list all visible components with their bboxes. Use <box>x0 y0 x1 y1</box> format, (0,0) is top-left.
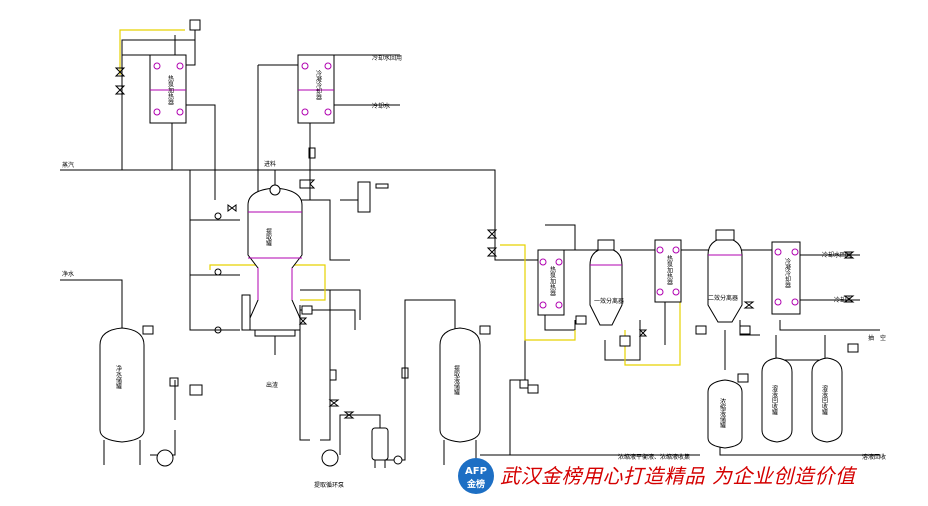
water-tank: 净水储罐 <box>99 327 145 465</box>
evaporator-2: 二效分离器 <box>707 229 743 323</box>
extractor-text: 提取罐 <box>265 227 272 247</box>
hx3-text: 热泵加热器 <box>549 265 556 297</box>
recovery-tank-1: 溶液回收罐 <box>761 357 793 443</box>
evap2-text: 二效分离器 <box>708 294 738 302</box>
conc-tank-text: 浓缩液储罐 <box>719 397 726 429</box>
vacuum-label-1: 抽 <box>868 334 874 342</box>
filter <box>371 427 389 468</box>
concentrate-tank: 浓缩液储罐 <box>707 379 743 449</box>
storage-tank-text: 提取液储罐 <box>453 364 460 396</box>
cw-label-2: 冷却水 <box>834 296 852 304</box>
storage-tank: 提取液储罐 <box>439 327 481 465</box>
evaporator-1: 一效分离器 <box>589 239 624 326</box>
extraction-tank: 提取罐 <box>241 170 303 355</box>
piping <box>60 30 880 461</box>
pump-icon <box>156 449 174 467</box>
company-logo: AFP 金榜 <box>458 458 494 494</box>
water-tank-text: 净水储罐 <box>115 364 122 390</box>
cw-label-1: 冷却水 <box>372 102 390 110</box>
vacuum-label-2: 空 <box>880 334 886 342</box>
heat-exchanger-4: 热泵加热器 <box>654 239 682 303</box>
pump-icon <box>321 449 339 467</box>
dump-label: 出渣 <box>266 381 278 389</box>
instrument-lines <box>119 29 681 366</box>
heat-exchanger-2: 冷凝冷却器 <box>297 54 335 124</box>
recov1-text: 溶液回收罐 <box>771 384 778 416</box>
logo-bottom-text: 金榜 <box>466 478 485 490</box>
pump-label: 提取循环泵 <box>314 481 344 489</box>
condenser-small <box>357 181 389 213</box>
feed-label: 进料 <box>264 160 276 168</box>
hx5-text: 冷凝冷却器 <box>784 257 791 289</box>
cw-return-label-1: 冷却水回用 <box>372 54 402 62</box>
logo-top-text: AFP <box>465 466 487 477</box>
slogan: 武汉金榜用心打造精品 为企业创造价值 <box>500 464 856 488</box>
pump-icon <box>393 455 403 465</box>
recov2-text: 溶液回收罐 <box>821 384 828 416</box>
valves <box>114 67 855 419</box>
recycle-label: 溶液回收 <box>862 453 886 461</box>
evap1-text: 一效分离器 <box>594 297 624 305</box>
hx4-text: 热泵加热器 <box>666 254 673 286</box>
heat-exchanger-3: 热泵加热器 <box>537 249 565 316</box>
steam-label: 蒸汽 <box>62 161 74 169</box>
hx2-text: 冷凝冷却器 <box>315 69 322 101</box>
gauges <box>142 19 859 396</box>
to-spray-label: 浓缩液平衡液、浓缩液收集 <box>618 453 690 461</box>
heat-exchanger-1: 热泵加热器 <box>149 54 187 124</box>
hx1-text: 热泵加热器 <box>167 74 174 106</box>
recovery-tank-2: 溶液回收罐 <box>811 357 843 443</box>
water-label: 净水 <box>62 270 74 278</box>
heat-exchanger-5: 冷凝冷却器 <box>771 241 801 315</box>
cw-return-label-2: 冷却水回用 <box>822 251 852 259</box>
